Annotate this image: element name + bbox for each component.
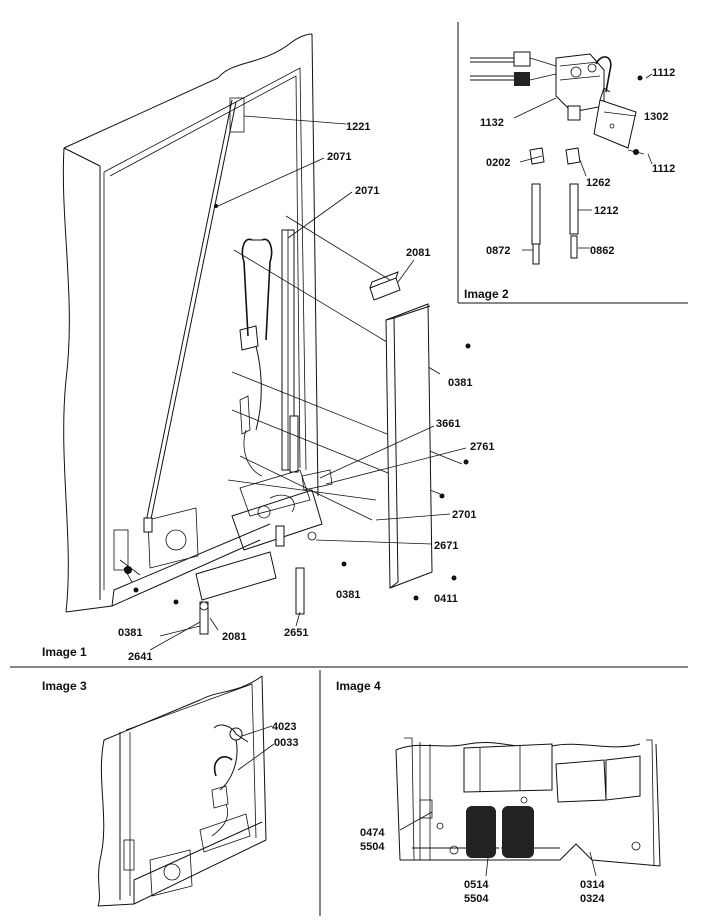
vent-5504 (502, 806, 534, 858)
caption-image3: Image 3 (42, 679, 87, 693)
label-2071-a: 2071 (327, 151, 351, 163)
image4-callouts: 0474 5504 0514 5504 0314 0324 Image 4 (336, 679, 605, 905)
label-0381-b: 0381 (336, 589, 360, 601)
tube-0872 (531, 183, 541, 245)
label-1302: 1302 (644, 111, 668, 123)
vent-0514 (466, 806, 496, 858)
image2-water-valve-drawing (470, 51, 653, 265)
hinge-bracket (113, 529, 129, 571)
label-0514: 0514 (464, 879, 489, 891)
image1-callouts: 1221 2071 2071 2081 0381 3661 2761 2701 … (42, 121, 494, 663)
label-0202: 0202 (486, 157, 510, 169)
drain-pan (147, 507, 199, 569)
section-dividers (10, 666, 688, 916)
valve-bracket-1302 (593, 99, 637, 149)
label-2641: 2641 (128, 651, 152, 663)
label-2071-b: 2071 (355, 185, 379, 197)
image3-callouts: 4023 0033 Image 3 (42, 679, 298, 749)
label-2081-a: 2081 (406, 247, 430, 259)
label-2761: 2761 (470, 441, 494, 453)
label-1221: 1221 (346, 121, 370, 133)
caption-image2: Image 2 (464, 287, 509, 301)
label-2081-b: 2081 (222, 631, 246, 643)
image3-drawing (97, 675, 275, 907)
mounting-plate (231, 489, 323, 551)
water-loop (241, 238, 253, 337)
tube-1212 (569, 183, 579, 235)
caption-image4: Image 4 (336, 679, 381, 693)
label-0411: 0411 (434, 593, 458, 605)
label-1212: 1212 (594, 205, 618, 217)
water-tube-2071 (145, 99, 233, 523)
image2-callouts: 1112 1132 1302 0202 1262 1112 1212 0872 … (464, 67, 675, 301)
label-1262: 1262 (586, 177, 610, 189)
label-0381-c: 0381 (118, 627, 142, 639)
label-4023: 4023 (272, 721, 296, 733)
label-3661: 3661 (436, 418, 460, 430)
label-0324: 0324 (580, 893, 605, 905)
label-1132: 1132 (480, 117, 504, 129)
nut-0202 (529, 147, 545, 165)
tube-2641 (199, 601, 209, 635)
label-0474: 0474 (360, 827, 385, 839)
label-0314: 0314 (580, 879, 605, 891)
label-5504-a: 5504 (360, 841, 385, 853)
label-5504-b: 5504 (464, 893, 489, 905)
spacer-block-2081 (369, 277, 401, 301)
connector-a (513, 51, 531, 67)
label-0862: 0862 (590, 245, 614, 257)
image4-drawing (395, 737, 661, 877)
bottom-bracket (195, 551, 277, 601)
image1-cabinet-drawing (62, 33, 471, 651)
tube-clip-1221 (229, 97, 245, 133)
label-0872: 0872 (486, 245, 510, 257)
label-1112-a: 1112 (652, 67, 675, 79)
valve-bracket-3661 (301, 469, 333, 491)
connector-b (514, 72, 530, 86)
fan-motor (165, 529, 187, 551)
label-2671: 2671 (434, 540, 458, 552)
label-0033: 0033 (274, 737, 298, 749)
label-2701: 2701 (452, 509, 476, 521)
caption-image1: Image 1 (42, 645, 87, 659)
image2-frame (457, 22, 688, 304)
tube-2651 (295, 567, 305, 615)
label-1112-b: 1112 (652, 163, 675, 175)
label-2651: 2651 (284, 627, 308, 639)
nut-1262 (565, 147, 581, 165)
rear-cover-panel-0411 (385, 303, 433, 589)
label-0381-a: 0381 (448, 377, 472, 389)
